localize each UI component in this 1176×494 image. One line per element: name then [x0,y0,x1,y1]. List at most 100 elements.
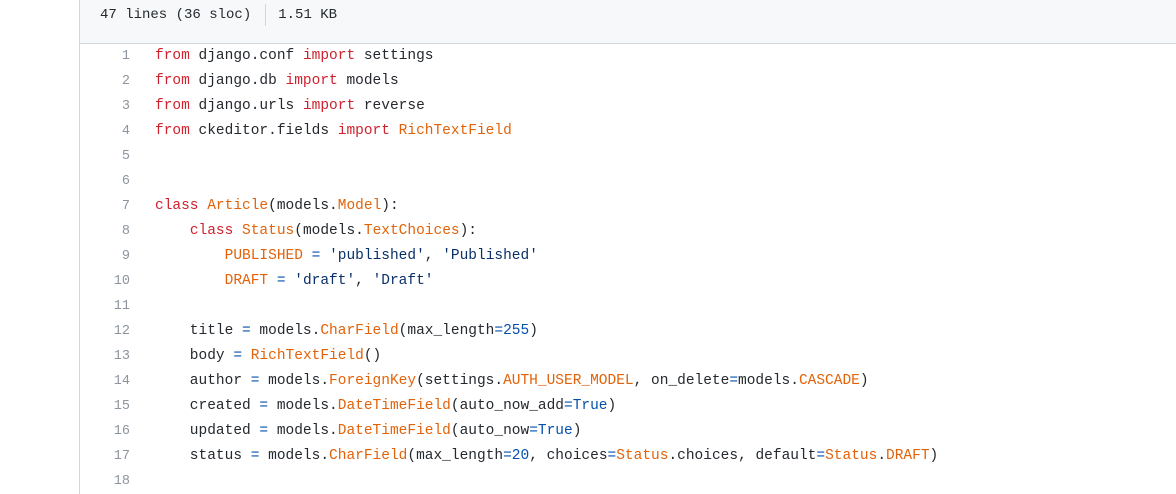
code-line: 13 body = RichTextField() [80,344,1176,369]
code-line: 18 [80,469,1176,494]
line-source: created = models.DateTimeField(auto_now_… [155,394,616,419]
code-token: import [302,48,356,64]
line-source: from ckeditor.fields import RichTextFiel… [155,119,512,144]
code-token: Status [825,448,878,464]
line-number[interactable]: 18 [113,474,130,489]
file-info: 47 lines (36 sloc) 1.51 KB [100,4,337,26]
line-source: PUBLISHED = 'published', 'Published' [155,244,538,269]
line-source: from django.db import models [155,69,399,94]
code-token: (models. [294,223,364,239]
code-token: title [155,323,243,339]
code-token: import [302,98,356,114]
code-token: True [572,398,608,414]
line-number[interactable]: 4 [121,124,130,139]
code-token: .choices, default [668,448,817,464]
line-number[interactable]: 1 [121,49,130,64]
code-token: 'published' [329,248,425,264]
code-line: 12 title = models.CharField(max_length=2… [80,319,1176,344]
line-number[interactable]: 16 [113,424,130,439]
line-number[interactable]: 9 [121,249,130,264]
code-token: import [337,123,390,139]
line-source: updated = models.DateTimeField(auto_now=… [155,419,582,444]
code-token: from [155,123,190,139]
code-token: body [155,348,234,364]
code-token: TextChoices [363,223,460,239]
code-line: 6 [80,169,1176,194]
code-token: (auto_now_add [450,398,564,414]
line-source: status = models.CharField(max_length=20,… [155,444,938,469]
line-source: title = models.CharField(max_length=255) [155,319,538,344]
code-token: ) [929,448,939,464]
line-source: class Article(models.Model): [155,194,399,219]
code-token: AUTH_USER_MODEL [503,373,634,389]
line-number[interactable]: 14 [113,374,130,389]
code-line: 10 DRAFT = 'draft', 'Draft' [80,269,1176,294]
line-count: 47 lines (36 sloc) [100,7,252,23]
code-token [286,273,295,289]
code-token: import [285,73,338,89]
code-token: models [337,73,399,89]
code-token: = [242,323,251,339]
code-token: from [155,48,190,64]
code-token: DateTimeField [337,398,451,414]
code-token [242,348,251,364]
code-token [390,123,399,139]
code-token: RichTextField [250,348,364,364]
code-token: ForeignKey [329,373,417,389]
code-token: from [155,73,190,89]
code-line: 14 author = models.ForeignKey(settings.A… [80,369,1176,394]
code-token: Status [242,223,295,239]
code-token: Article [207,198,269,214]
code-line: 8 class Status(models.TextChoices): [80,219,1176,244]
line-number[interactable]: 11 [113,299,130,314]
line-number[interactable]: 3 [121,99,130,114]
code-line: 7 class Article(models.Model): [80,194,1176,219]
code-token: = [564,398,573,414]
code-token [320,248,329,264]
code-line: 16 updated = models.DateTimeField(auto_n… [80,419,1176,444]
code-token: status [155,448,251,464]
code-token: () [363,348,382,364]
code-token: DateTimeField [337,423,451,439]
code-token: = [276,273,286,289]
code-token: CharField [320,323,399,339]
code-token: = [729,373,739,389]
code-token: from [155,98,190,114]
line-number[interactable]: 12 [113,324,130,339]
line-number[interactable]: 10 [113,274,130,289]
left-gutter [0,0,80,494]
code-token: RichTextField [398,123,512,139]
line-number[interactable]: 15 [113,399,130,414]
line-number[interactable]: 17 [113,449,130,464]
code-token [155,273,225,289]
code-token: , [355,273,373,289]
code-token: models. [259,448,330,464]
code-token: 'draft' [294,273,356,289]
code-token: DRAFT [224,273,269,289]
line-number[interactable]: 6 [121,174,130,189]
line-number[interactable]: 2 [121,74,130,89]
line-number[interactable]: 5 [121,149,130,164]
divider [265,4,267,26]
code-token: True [537,423,573,439]
code-token: ) [607,398,617,414]
code-line: 15 created = models.DateTimeField(auto_n… [80,394,1176,419]
code-token: = [607,448,617,464]
file-size: 1.51 KB [278,7,338,23]
code-token: DRAFT [886,448,930,464]
line-source: author = models.ForeignKey(settings.AUTH… [155,369,869,394]
code-token [233,223,242,239]
code-token: settings [355,48,434,64]
code-token: , [424,248,443,264]
code-token: = [250,448,260,464]
code-token: , choices [529,448,608,464]
line-number[interactable]: 8 [121,224,130,239]
code-token: . [877,448,887,464]
line-number[interactable]: 7 [121,199,130,214]
code-token [155,223,190,239]
line-number[interactable]: 13 [113,349,130,364]
code-token: (settings. [416,373,504,389]
line-source: body = RichTextField() [155,344,381,369]
